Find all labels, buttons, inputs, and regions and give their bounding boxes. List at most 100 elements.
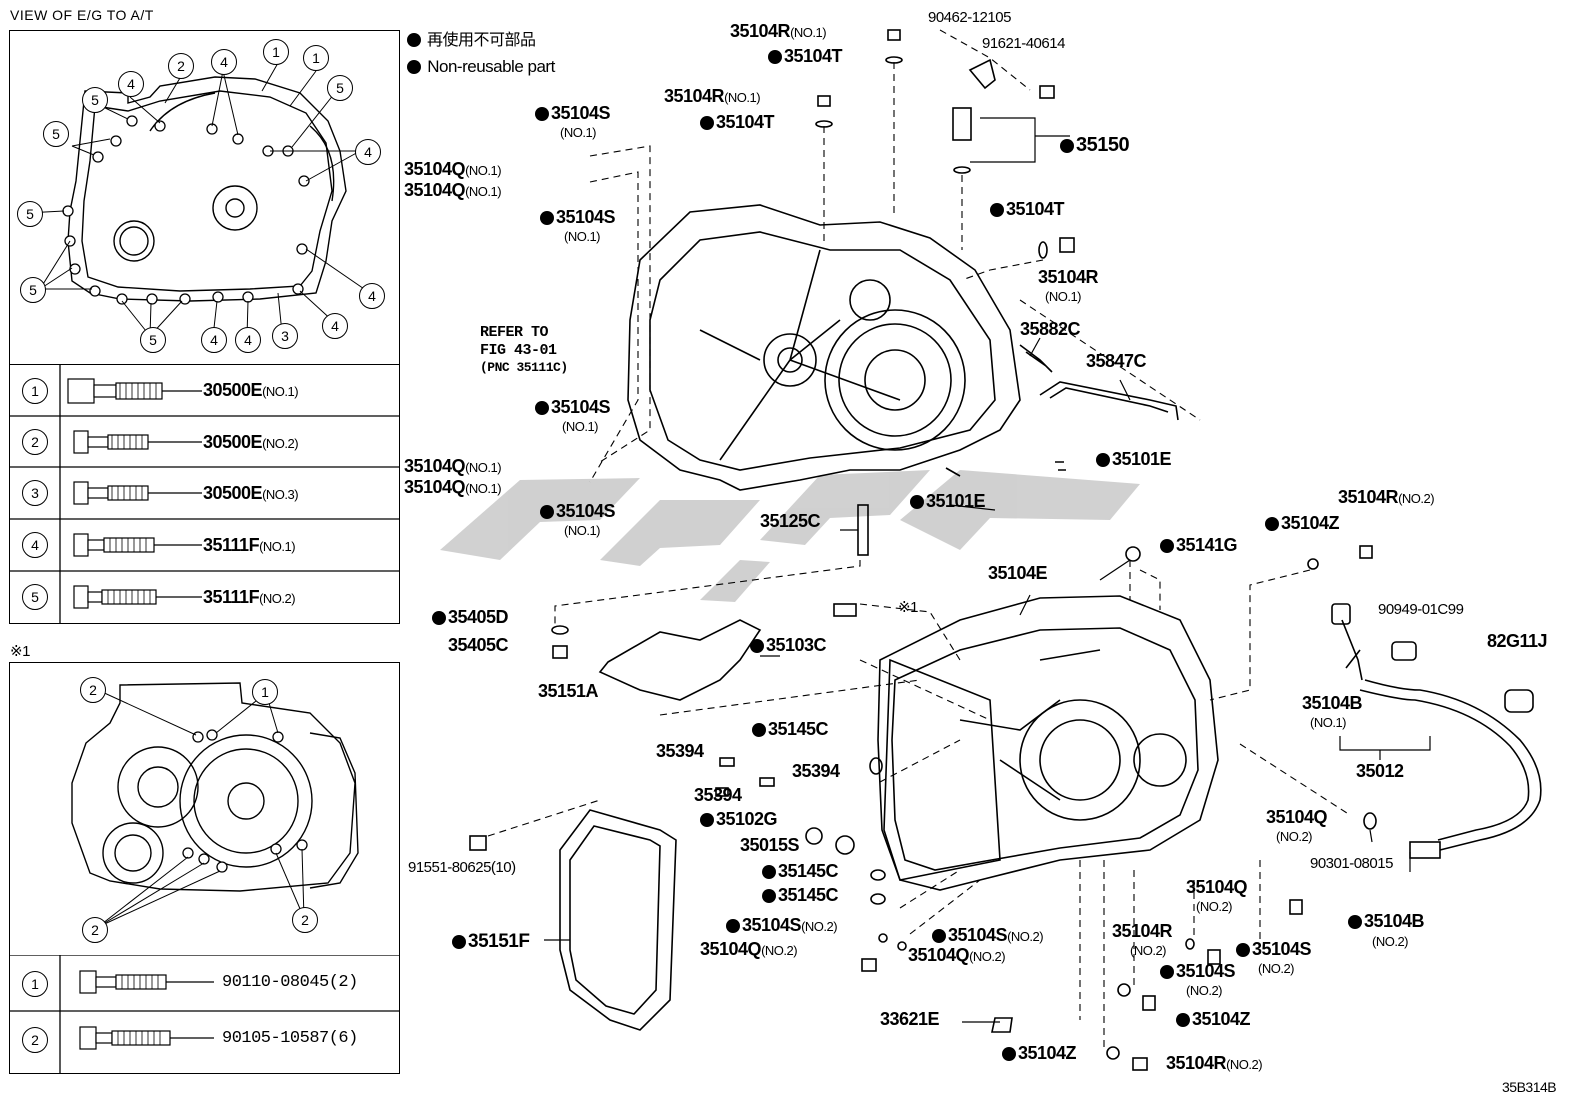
bolt2-mark: 2 [22, 429, 48, 455]
bolt4-code: 35111F(NO.1) [203, 535, 296, 555]
callout-35104q-c: 35104Q(NO.1) [404, 456, 502, 476]
callout-90949: 90949-01C99 [1378, 601, 1464, 618]
callout-35102g: 35102G [700, 810, 778, 828]
bolt-b1-mark: 1 [22, 971, 48, 997]
callout-35104z-b: 35104Z [1176, 1010, 1251, 1028]
refer-line2: FIG 43-01 [480, 342, 557, 359]
callout-35104r-5: 35104R [1112, 921, 1173, 941]
callout-35104s-c: 35104S [535, 398, 611, 416]
view1-mark-5a: 5 [82, 87, 108, 113]
callout-35104q-f-sub: (NO.2) [1196, 899, 1233, 914]
figure-code: 35B314B [1502, 1079, 1557, 1095]
bolt-table-2-grid [10, 955, 399, 1073]
callout-35104r-4: 35104R(NO.2) [1338, 487, 1435, 507]
callout-35104z-a: 35104Z [1265, 514, 1340, 532]
note1-label: ※1 [10, 643, 30, 660]
callout-35104b-a: 35104B [1302, 693, 1363, 713]
callout-35101e-b: 35101E [910, 492, 986, 510]
bolt3-mark: 3 [22, 480, 48, 506]
bolt5-code: 35111F(NO.2) [203, 587, 296, 607]
refer-line1: REFER TO [480, 324, 549, 341]
callout-82g11j: 82G11J [1487, 631, 1548, 651]
callout-35104s-g-sub: (NO.2) [1258, 961, 1295, 976]
view1-mark-3: 3 [272, 323, 298, 349]
view1-mark-4f: 4 [355, 139, 381, 165]
bolt-b2-code: 90105-10587(6) [222, 1029, 358, 1048]
callout-35104q-b: 35104Q(NO.1) [404, 180, 502, 200]
view1-mark-1a: 1 [263, 39, 289, 65]
callout-35104t-3: 35104T [990, 200, 1065, 218]
callout-35104b-b-sub: (NO.2) [1372, 934, 1409, 949]
view2-mark-1: 1 [252, 679, 278, 705]
callout-35101e-a: 35101E [1096, 450, 1172, 468]
callout-90301: 90301-08015 [1310, 855, 1393, 872]
callout-35104s-d: 35104S [540, 502, 616, 520]
view1-mark-4b: 4 [118, 71, 144, 97]
bolt1-mark: 1 [22, 378, 48, 404]
callout-note1-ref: ※1 [898, 599, 918, 616]
callout-35104q-f: 35104Q [1186, 877, 1248, 897]
view2-mark-2a: 2 [80, 677, 106, 703]
view2-mark-2c: 2 [292, 907, 318, 933]
view1-mark-5b: 5 [43, 121, 69, 147]
view1-mark-4a: 4 [211, 49, 237, 75]
callout-35394-b: 35394 [792, 761, 840, 781]
bolt-table-1: 1 2 3 4 5 30500E(NO.1) 30500E(NO.2) 3050… [9, 364, 400, 624]
callout-35104s-g: 35104S [1236, 940, 1312, 958]
bolt-b2-mark: 2 [22, 1027, 48, 1053]
legend-en: Non-reusable part [407, 58, 555, 75]
callout-35104s-h-sub: (NO.2) [1186, 983, 1223, 998]
view1-mark-4d: 4 [235, 327, 261, 353]
callout-35104q-d: 35104Q(NO.1) [404, 477, 502, 497]
bolt4-mark: 4 [22, 532, 48, 558]
callout-35151f: 35151F [452, 932, 530, 951]
callout-35145c-c: 35145C [762, 886, 839, 904]
callout-35847c: 35847C [1086, 351, 1147, 371]
callout-35104s-h: 35104S [1160, 962, 1236, 980]
bolt-table-1-grid [10, 365, 399, 623]
view1-mark-5e: 5 [140, 327, 166, 353]
callout-35104b-a-sub: (NO.1) [1310, 715, 1347, 730]
callout-35104s-a-sub: (NO.1) [560, 125, 597, 140]
callout-35104t-2: 35104T [700, 113, 775, 131]
callout-35104q-a: 35104Q(NO.1) [404, 159, 502, 179]
callout-35104q-e-sub: (NO.2) [1276, 829, 1313, 844]
view1-mark-2: 2 [168, 53, 194, 79]
callout-35882c: 35882C [1020, 319, 1081, 339]
callout-35150: 35150 [1060, 135, 1130, 155]
view1-mark-4e: 4 [322, 313, 348, 339]
view2-drawing [71, 682, 359, 928]
callout-35104b-b: 35104B [1348, 912, 1425, 930]
callout-35145c-a: 35145C [752, 720, 829, 738]
view1-mark-1b: 1 [303, 45, 329, 71]
view-title: VIEW OF E/G TO A/T [10, 7, 154, 23]
view1-drawing [25, 62, 371, 338]
callout-35103c: 35103C [750, 636, 827, 654]
callout-35405c: 35405C [448, 635, 509, 655]
callout-35104z-c: 35104Z [1002, 1044, 1077, 1062]
non-reusable-dot-icon [407, 33, 421, 47]
callout-33621e: 33621E [880, 1009, 940, 1029]
callout-35104q-e: 35104Q [1266, 807, 1328, 827]
callout-35104r-top: 35104R(NO.1) [730, 21, 827, 41]
callout-35104r-2: 35104R(NO.1) [664, 86, 761, 106]
callout-35394-a: 35394 [656, 741, 704, 761]
callout-91621: 91621-40614 [982, 35, 1065, 52]
bolt3-code: 30500E(NO.3) [203, 483, 299, 503]
callout-35015s: 35015S [740, 835, 800, 855]
callout-35104s-f: 35104S(NO.2) [932, 926, 1044, 944]
callout-35104q-g: 35104Q(NO.2) [700, 939, 798, 959]
callout-35012: 35012 [1356, 761, 1404, 781]
view2-mark-2b: 2 [82, 917, 108, 943]
view1-mark-5d: 5 [20, 277, 46, 303]
callout-35104r-3-sub: (NO.1) [1045, 289, 1082, 304]
note1-view-panel: 2 1 2 2 1 2 90110-08045(2) 90105-1 [9, 662, 400, 1074]
bolt-b1-code: 90110-08045(2) [222, 973, 358, 992]
bolt5-mark: 5 [22, 584, 48, 610]
callout-35104r-6: 35104R(NO.2) [1166, 1053, 1263, 1073]
callout-35151a: 35151A [538, 681, 599, 701]
view1-mark-5c: 5 [17, 201, 43, 227]
callout-35104s-b-sub: (NO.1) [564, 229, 601, 244]
